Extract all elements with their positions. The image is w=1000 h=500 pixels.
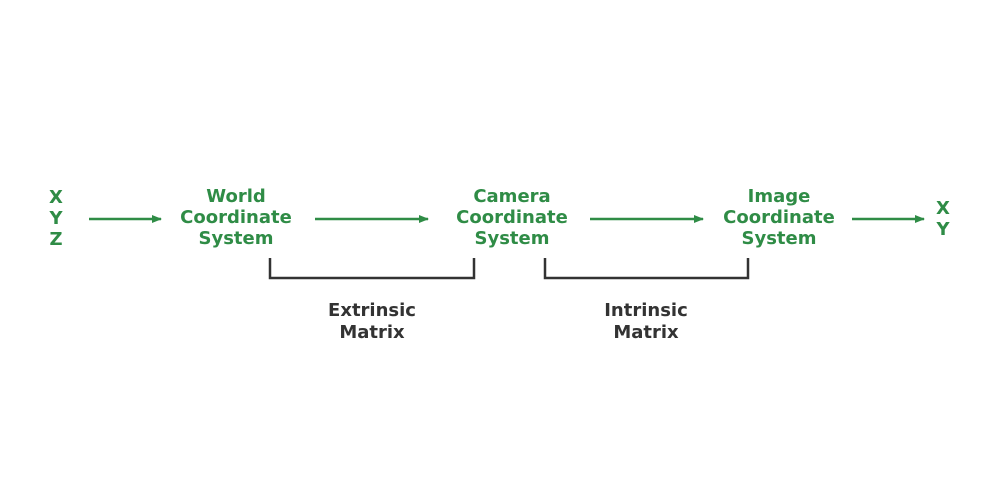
intrinsic-label-line-1: Intrinsic xyxy=(604,300,688,321)
intrinsic-bracket xyxy=(543,258,750,280)
camera-node-line-1: Camera xyxy=(473,186,551,207)
image-node-line-1: Image xyxy=(747,186,811,207)
world-coordinate-system-node: World Coordinate System xyxy=(161,186,311,249)
extrinsic-label-line-2: Matrix xyxy=(339,322,405,343)
camera-node-line-2: Coordinate xyxy=(456,207,568,228)
output-coord-x: X xyxy=(936,198,950,219)
world-node-line-3: System xyxy=(198,228,274,249)
output-coordinates: X Y xyxy=(928,198,958,240)
extrinsic-matrix-label: Extrinsic Matrix xyxy=(297,300,447,344)
image-node-line-2: Coordinate xyxy=(723,207,835,228)
extrinsic-bracket xyxy=(268,258,476,280)
camera-coordinate-system-node: Camera Coordinate System xyxy=(437,186,587,249)
image-node-line-3: System xyxy=(741,228,817,249)
input-coordinates: X Y Z xyxy=(41,187,71,250)
input-coord-y: Y xyxy=(49,208,63,229)
world-node-line-1: World xyxy=(206,186,266,207)
world-node-line-2: Coordinate xyxy=(180,207,292,228)
input-coord-z: Z xyxy=(49,229,63,250)
image-coordinate-system-node: Image Coordinate System xyxy=(704,186,854,249)
camera-node-line-3: System xyxy=(474,228,550,249)
output-coord-y: Y xyxy=(936,219,950,240)
intrinsic-matrix-label: Intrinsic Matrix xyxy=(571,300,721,344)
extrinsic-label-line-1: Extrinsic xyxy=(328,300,416,321)
input-coord-x: X xyxy=(49,187,63,208)
intrinsic-label-line-2: Matrix xyxy=(613,322,679,343)
